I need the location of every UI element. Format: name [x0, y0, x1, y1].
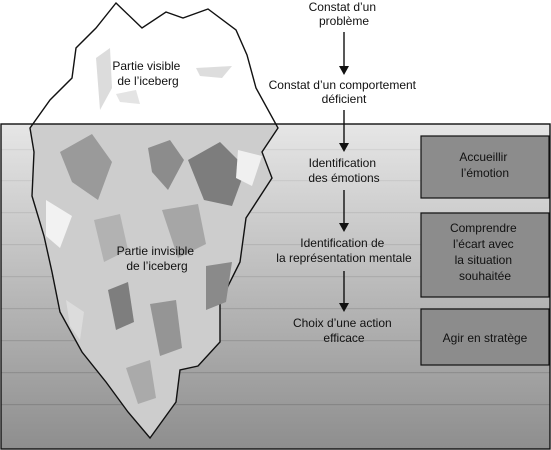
water-frame	[0, 123, 551, 450]
action-box: Comprendre l’écart avec la situation sou…	[420, 212, 550, 298]
visible-part-label: Partie visible de l’iceberg	[112, 59, 183, 88]
iceberg-tip	[31, 1, 277, 124]
step-text: Constat d’un problème	[309, 0, 380, 28]
action-box: Agir en stratège	[420, 308, 550, 366]
step-text: Constat d’un comportement déficient	[269, 78, 420, 106]
action-box: Accueillir l’émotion	[420, 135, 550, 199]
svg-text:Comprendre l’écart avec: Comprendre l’écart avec la situation sou…	[450, 221, 520, 283]
step-text: Identification des émotions	[308, 156, 379, 185]
water-bands	[1, 149, 550, 406]
step-text: Identification de la représentation ment…	[276, 236, 412, 265]
flow-arrows	[339, 32, 349, 312]
svg-text:Accueillir l’émotion: Accueillir l’émotion	[459, 150, 510, 180]
iceberg	[29, 1, 279, 440]
svg-text:Agir en stratège: Agir en stratège	[443, 331, 528, 345]
step-text: Choix d’une action efficace	[293, 316, 395, 345]
invisible-part-label: Partie invisible de l’iceberg	[117, 244, 198, 273]
